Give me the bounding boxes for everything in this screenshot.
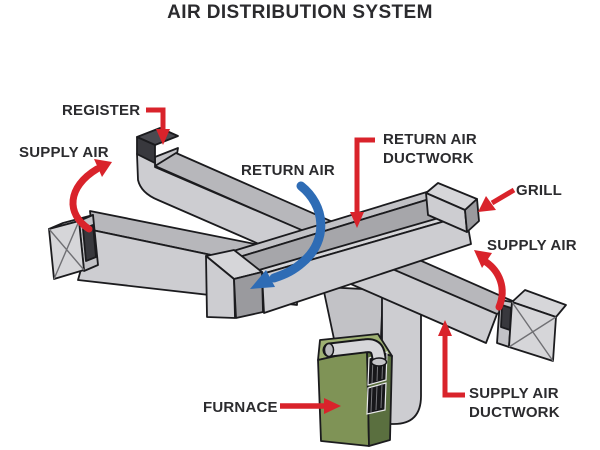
return-air-ductwork-arrowhead-icon	[350, 212, 364, 228]
flue-pipe-collar	[370, 357, 388, 367]
furnace-arrowhead-icon	[324, 398, 341, 414]
return-air-arrowhead-icon	[250, 270, 275, 289]
label-supply-air-right: SUPPLY AIR	[487, 237, 577, 254]
page-title: AIR DISTRIBUTION SYSTEM	[167, 2, 433, 23]
label-register: REGISTER	[62, 102, 141, 119]
supply-boot-right-x-brace	[508, 301, 557, 362]
return-air-arrow	[269, 181, 326, 283]
supply-air-right-arrow	[482, 258, 506, 311]
supply-air-left-arrowhead-icon	[94, 159, 112, 177]
label-grill: GRILL	[516, 182, 562, 199]
flue-pipe-cap	[323, 342, 335, 358]
return-air-flow	[250, 181, 326, 289]
grill-end-side-face	[464, 198, 480, 233]
label-return-air-ductwork: RETURN AIR DUCTWORK	[383, 130, 477, 168]
supply-air-ductwork-arrowhead-icon	[438, 320, 452, 336]
label-supply-air-ductwork-line1: SUPPLY AIR	[469, 385, 559, 402]
supply-register-top	[136, 136, 156, 164]
label-supply-air-left: SUPPLY AIR	[19, 144, 109, 161]
register-connector-line	[146, 107, 166, 131]
label-return-air-ductwork-line2: DUCTWORK	[383, 150, 474, 167]
furnace-vent-lower-slats	[370, 383, 383, 413]
grill-arrowhead-icon	[478, 196, 496, 212]
supply-air-right-arrowhead-icon	[474, 250, 492, 268]
label-return-air: RETURN AIR	[241, 162, 335, 179]
return-duct-open-end-front	[205, 255, 236, 319]
register-arrowhead-icon	[156, 129, 170, 145]
label-supply-air-ductwork: SUPPLY AIR DUCTWORK	[469, 384, 560, 422]
supply-air-ductwork-connector-line	[442, 335, 465, 398]
grill-connector-line	[490, 187, 516, 206]
return-air-ductwork-connector-line	[354, 137, 375, 213]
label-furnace: FURNACE	[203, 399, 278, 416]
flue-pipe	[324, 340, 385, 364]
supply-air-left-arrow	[69, 165, 101, 233]
callout-arrows	[69, 107, 516, 414]
label-return-air-ductwork-line1: RETURN AIR	[383, 131, 477, 148]
label-supply-air-ductwork-line2: DUCTWORK	[469, 404, 560, 421]
supply-boot-left-x-brace	[48, 220, 85, 280]
furnace-front-face	[317, 348, 370, 447]
furnace-unit	[317, 333, 393, 447]
